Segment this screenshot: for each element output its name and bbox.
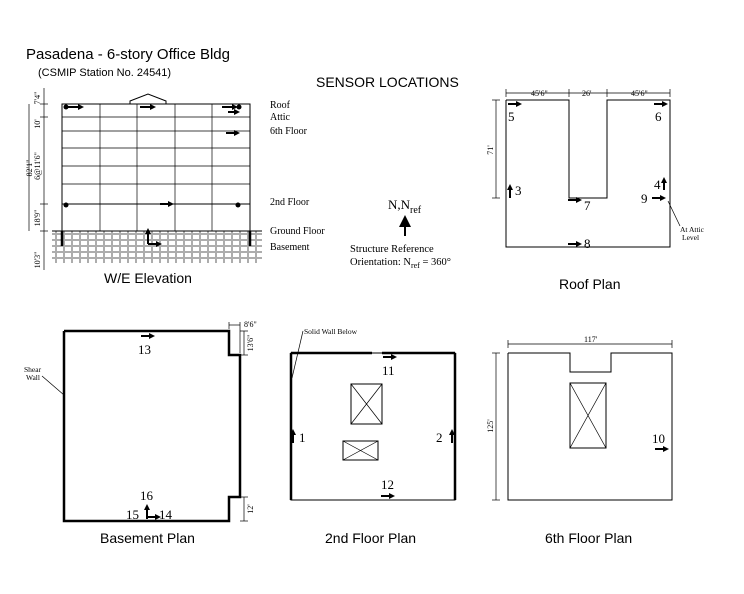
floor-label-2nd: 2nd Floor [270,197,310,208]
sixth-dim-117: 117' [584,335,598,344]
basement-dim-13-6: 13'6" [246,335,255,352]
basement-sensor-14: 14 [159,507,173,522]
floor-label-attic: Attic [270,112,291,123]
basement-dim-12: 12' [246,504,255,514]
roof-sensor-9: 9 [641,191,648,206]
roof-sensor-4: 4 [654,177,661,192]
dim-10-3: 10'3" [33,252,42,269]
shear-wall-label-2: Wall [26,373,40,382]
building-title: Pasadena - 6-story Office Bldg [26,46,230,63]
second-floor-plan-drawing [289,330,457,501]
shear-wall-label-1: Shear [24,365,42,374]
roof-dim-71: 71' [486,145,495,155]
solid-wall-note: Solid Wall Below [304,327,358,336]
dim-6-11-6: 6@11'6" [33,152,42,180]
second-sensor-1: 1 [299,430,306,445]
roof-sensor-5: 5 [508,109,515,124]
sixth-floor-plan-caption: 6th Floor Plan [545,530,632,546]
basement-sensor-15: 15 [126,507,139,522]
sensor-locations-heading: SENSOR LOCATIONS [316,74,459,90]
floor-label-basement: Basement [270,242,310,253]
second-sensor-12: 12 [381,477,394,492]
roof-sensor-3: 3 [515,183,522,198]
orientation-line-2: Orientation: Nref = 360° [350,257,451,270]
sixth-dim-125: 125' [486,419,495,433]
roof-plan-drawing [492,89,681,248]
second-sensor-11: 11 [382,363,395,378]
basement-plan-caption: Basement Plan [100,530,195,546]
roof-dim-45-6-right: 45'6" [631,89,648,98]
station-number: (CSMIP Station No. 24541) [38,67,171,79]
basement-plan-drawing [41,322,248,523]
roof-dim-45-6-left: 45'6" [531,89,548,98]
orientation-line-1: Structure Reference [350,244,434,255]
dim-82-1: 82'1" [25,160,34,177]
dim-18-9: 18'9" [33,210,42,227]
basement-brick [52,231,262,263]
roof-plan-caption: Roof Plan [559,276,620,292]
north-label: N,Nref [388,197,422,216]
elevation-caption: W/E Elevation [104,270,192,286]
roof-dim-26: 26' [582,89,592,98]
sixth-floor-plan-drawing [492,340,673,501]
second-floor-plan-caption: 2nd Floor Plan [325,530,416,546]
second-sensor-2: 2 [436,430,443,445]
basement-sensor-16: 16 [140,488,154,503]
roof-sensor-8: 8 [584,236,591,251]
dim-10: 10' [33,119,42,129]
floor-label-ground: Ground Floor [270,226,325,237]
north-arrow-icon [399,215,411,236]
floor-label-roof: Roof [270,100,291,111]
floor-label-6th: 6th Floor [270,126,308,137]
roof-sensor-7: 7 [584,198,591,213]
sixth-sensor-10: 10 [652,431,665,446]
attic-note-2: Level [682,233,699,242]
elevation-drawing [28,88,262,270]
attic-note-1: At Attic [680,225,705,234]
basement-dim-8-6: 8'6" [244,320,257,329]
dim-7-4: 7'4" [33,92,42,105]
basement-sensor-13: 13 [138,342,151,357]
roof-sensor-6: 6 [655,109,662,124]
